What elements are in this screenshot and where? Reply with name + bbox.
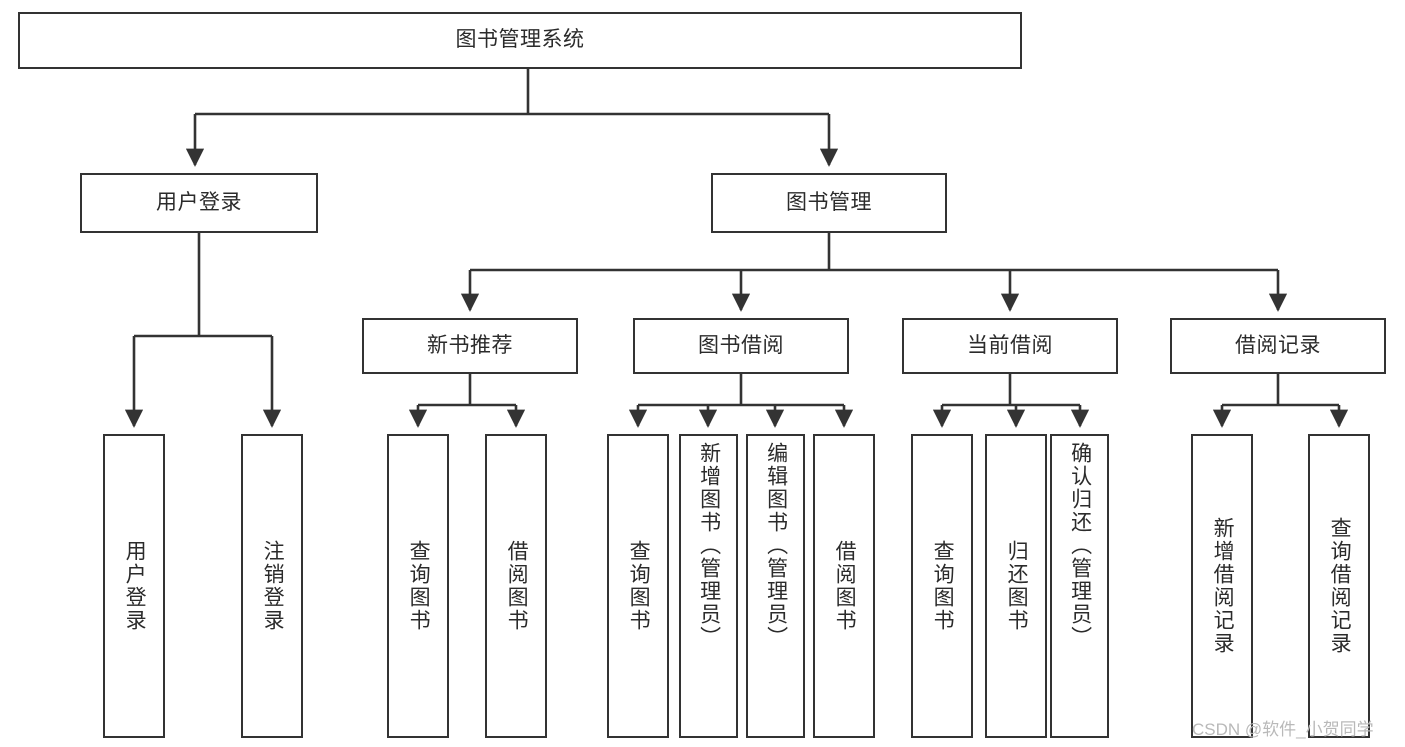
node-leaf-edit-book[interactable]: 编辑图书（管理员） [746, 434, 805, 738]
node-leaf-query-book-3-label: 查询图书 [931, 540, 955, 632]
node-leaf-confirm-return-label: 确认归还（管理员） [1068, 442, 1092, 649]
node-leaf-user-login[interactable]: 用户登录 [103, 434, 165, 738]
node-leaf-borrow-book-1-label: 借阅图书 [505, 540, 529, 632]
node-book-borrow[interactable]: 图书借阅 [633, 318, 849, 374]
node-leaf-query-record[interactable]: 查询借阅记录 [1308, 434, 1370, 738]
node-new-book-recommend-label: 新书推荐 [427, 333, 513, 357]
node-leaf-edit-book-label: 编辑图书（管理员） [764, 442, 788, 649]
node-current-borrow-label: 当前借阅 [967, 333, 1053, 357]
node-book-manage-label: 图书管理 [786, 190, 872, 214]
node-root-label: 图书管理系统 [455, 28, 585, 52]
node-borrow-record[interactable]: 借阅记录 [1170, 318, 1386, 374]
node-leaf-user-login-label: 用户登录 [123, 540, 147, 632]
csdn-watermark: CSDN @软件_小贺同学 [1192, 720, 1374, 739]
node-leaf-logout[interactable]: 注销登录 [241, 434, 303, 738]
node-leaf-add-record[interactable]: 新增借阅记录 [1191, 434, 1253, 738]
node-leaf-add-book[interactable]: 新增图书（管理员） [679, 434, 738, 738]
node-user-login-label: 用户登录 [156, 190, 242, 214]
node-current-borrow[interactable]: 当前借阅 [902, 318, 1118, 374]
node-new-book-recommend[interactable]: 新书推荐 [362, 318, 578, 374]
node-leaf-return-book-label: 归还图书 [1005, 540, 1029, 632]
node-leaf-borrow-book-1[interactable]: 借阅图书 [485, 434, 547, 738]
node-leaf-query-book-1[interactable]: 查询图书 [387, 434, 449, 738]
node-leaf-return-book[interactable]: 归还图书 [985, 434, 1047, 738]
node-leaf-query-book-2[interactable]: 查询图书 [607, 434, 669, 738]
node-borrow-record-label: 借阅记录 [1235, 333, 1321, 357]
node-leaf-query-record-label: 查询借阅记录 [1328, 517, 1352, 655]
node-root[interactable]: 图书管理系统 [18, 12, 1022, 69]
node-leaf-confirm-return[interactable]: 确认归还（管理员） [1050, 434, 1109, 738]
node-user-login[interactable]: 用户登录 [80, 173, 318, 233]
node-book-manage[interactable]: 图书管理 [711, 173, 947, 233]
node-leaf-logout-label: 注销登录 [261, 540, 285, 632]
node-leaf-add-book-label: 新增图书（管理员） [697, 442, 721, 649]
node-leaf-borrow-book-2[interactable]: 借阅图书 [813, 434, 875, 738]
node-leaf-query-book-3[interactable]: 查询图书 [911, 434, 973, 738]
node-leaf-add-record-label: 新增借阅记录 [1211, 517, 1235, 655]
node-leaf-borrow-book-2-label: 借阅图书 [833, 540, 857, 632]
node-leaf-query-book-1-label: 查询图书 [407, 540, 431, 632]
node-leaf-query-book-2-label: 查询图书 [627, 540, 651, 632]
node-book-borrow-label: 图书借阅 [698, 333, 784, 357]
